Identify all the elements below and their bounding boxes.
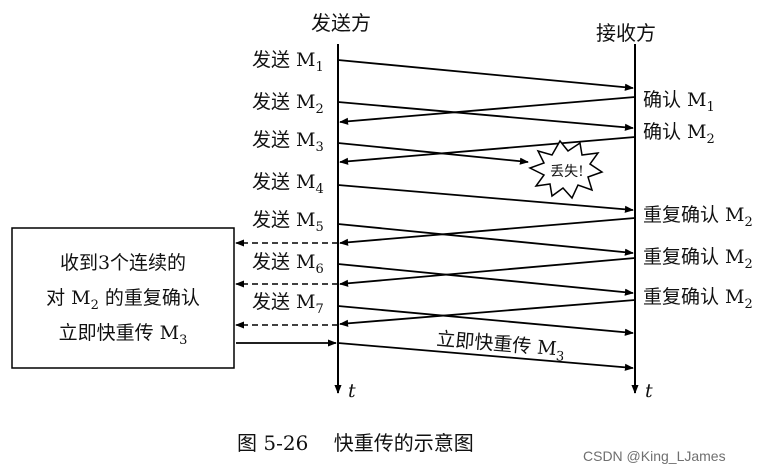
send-label-m2: 发送 M2	[252, 91, 324, 117]
segment-m5-arrow	[337, 223, 634, 256]
receiver-time-label: t	[645, 380, 653, 402]
dup-ack-1-arrow	[339, 217, 636, 246]
ack-m1-arrow	[339, 96, 636, 125]
segment-m2-arrow	[337, 101, 634, 131]
segment-m6-arrow	[337, 263, 634, 296]
dup-ack-label-1: 重复确认 M2	[643, 204, 753, 230]
dup-ack-2-arrow	[339, 257, 636, 287]
send-label-m5: 发送 M5	[252, 209, 324, 235]
lost-burst-icon	[528, 139, 604, 200]
send-label-m1: 发送 M1	[252, 49, 324, 75]
retransmit-m3-arrow	[337, 342, 634, 371]
dup-ack-label-2: 重复确认 M2	[643, 246, 753, 272]
send-label-m4: 发送 M4	[252, 171, 324, 197]
ack-label-m1: 确认 M1	[643, 89, 715, 115]
ack-m2-arrow	[339, 136, 636, 165]
receiver-header: 接收方	[596, 21, 656, 45]
watermark: CSDN @King_LJames	[583, 448, 726, 464]
segment-m7-arrow	[337, 305, 634, 336]
segment-m3-lost-arrow	[337, 142, 529, 165]
lost-label: 丢失!	[550, 164, 584, 180]
fast-retransmit-note-box	[11, 227, 235, 369]
dup-ack-3-arrow	[339, 299, 636, 327]
sender-header: 发送方	[311, 11, 371, 35]
send-label-m3: 发送 M3	[252, 129, 324, 155]
send-label-m6: 发送 M6	[252, 251, 324, 277]
send-label-m7: 发送 M7	[252, 291, 324, 317]
note-line-1: 收到3个连续的	[60, 252, 186, 274]
ack-label-m2: 确认 M2	[643, 121, 715, 147]
retransmit-label: 立即快重传 M3	[435, 328, 566, 365]
figure-caption: 图 5-26 快重传的示意图	[237, 431, 474, 455]
sender-time-label: t	[348, 380, 356, 402]
note-line-2: 对 M2 的重复确认	[46, 287, 200, 313]
note-line-3: 立即快重传 M3	[59, 322, 188, 348]
dup-ack-label-3: 重复确认 M2	[643, 286, 753, 312]
segment-m1-arrow	[337, 59, 634, 91]
segment-m4-arrow	[337, 184, 634, 213]
